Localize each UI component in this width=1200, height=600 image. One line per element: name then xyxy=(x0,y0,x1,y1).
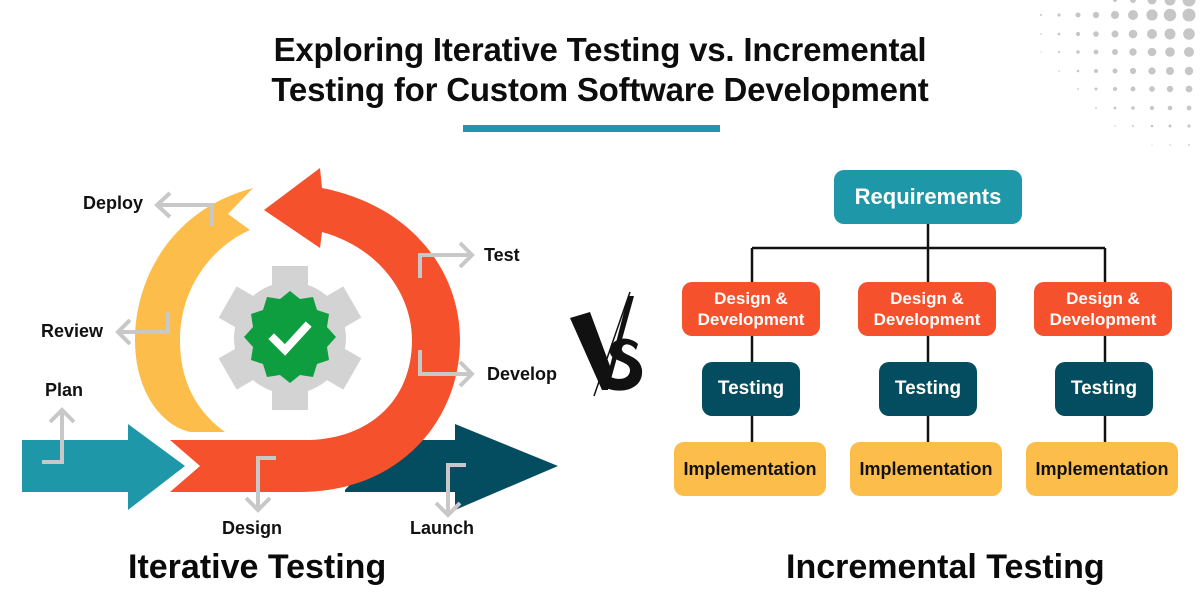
stage-label-plan: Plan xyxy=(45,380,84,400)
page-title: Exploring Iterative Testing vs. Incremen… xyxy=(0,30,1200,110)
incremental-section-title: Incremental Testing xyxy=(786,548,1105,586)
stage-label-develop: Develop xyxy=(487,364,558,384)
plan-input-arrow xyxy=(22,424,185,510)
stage-label-launch: Launch xyxy=(410,518,475,538)
testing-box-2: Testing xyxy=(879,362,977,416)
versus-icon xyxy=(570,291,643,397)
stage-label-design: Design xyxy=(222,518,283,538)
design-development-box-1: Design & Development xyxy=(682,282,820,336)
title-line-1: Exploring Iterative Testing vs. Incremen… xyxy=(273,31,927,68)
stage-label-deploy: Deploy xyxy=(83,193,144,213)
implementation-box-3: Implementation xyxy=(1026,442,1178,496)
design-development-box-3: Design & Development xyxy=(1034,282,1172,336)
title-line-2: Testing for Custom Software Development xyxy=(271,71,929,108)
requirements-box: Requirements xyxy=(834,170,1022,224)
implementation-box-2: Implementation xyxy=(850,442,1002,496)
testing-box-3: Testing xyxy=(1055,362,1153,416)
check-badge-icon xyxy=(244,291,336,383)
decorative-dot-grid xyxy=(1040,0,1196,146)
design-development-box-2: Design & Development xyxy=(858,282,996,336)
testing-box-1: Testing xyxy=(702,362,800,416)
stage-label-review: Review xyxy=(41,321,104,341)
develop-test-arc xyxy=(170,168,460,492)
implementation-box-1: Implementation xyxy=(674,442,826,496)
stage-label-test: Test xyxy=(484,245,520,265)
incremental-tree-connectors xyxy=(750,224,1107,442)
review-deploy-arc xyxy=(135,188,253,432)
title-underline xyxy=(463,125,720,132)
iterative-cycle-diagram xyxy=(22,168,558,518)
iterative-section-title: Iterative Testing xyxy=(128,548,387,586)
